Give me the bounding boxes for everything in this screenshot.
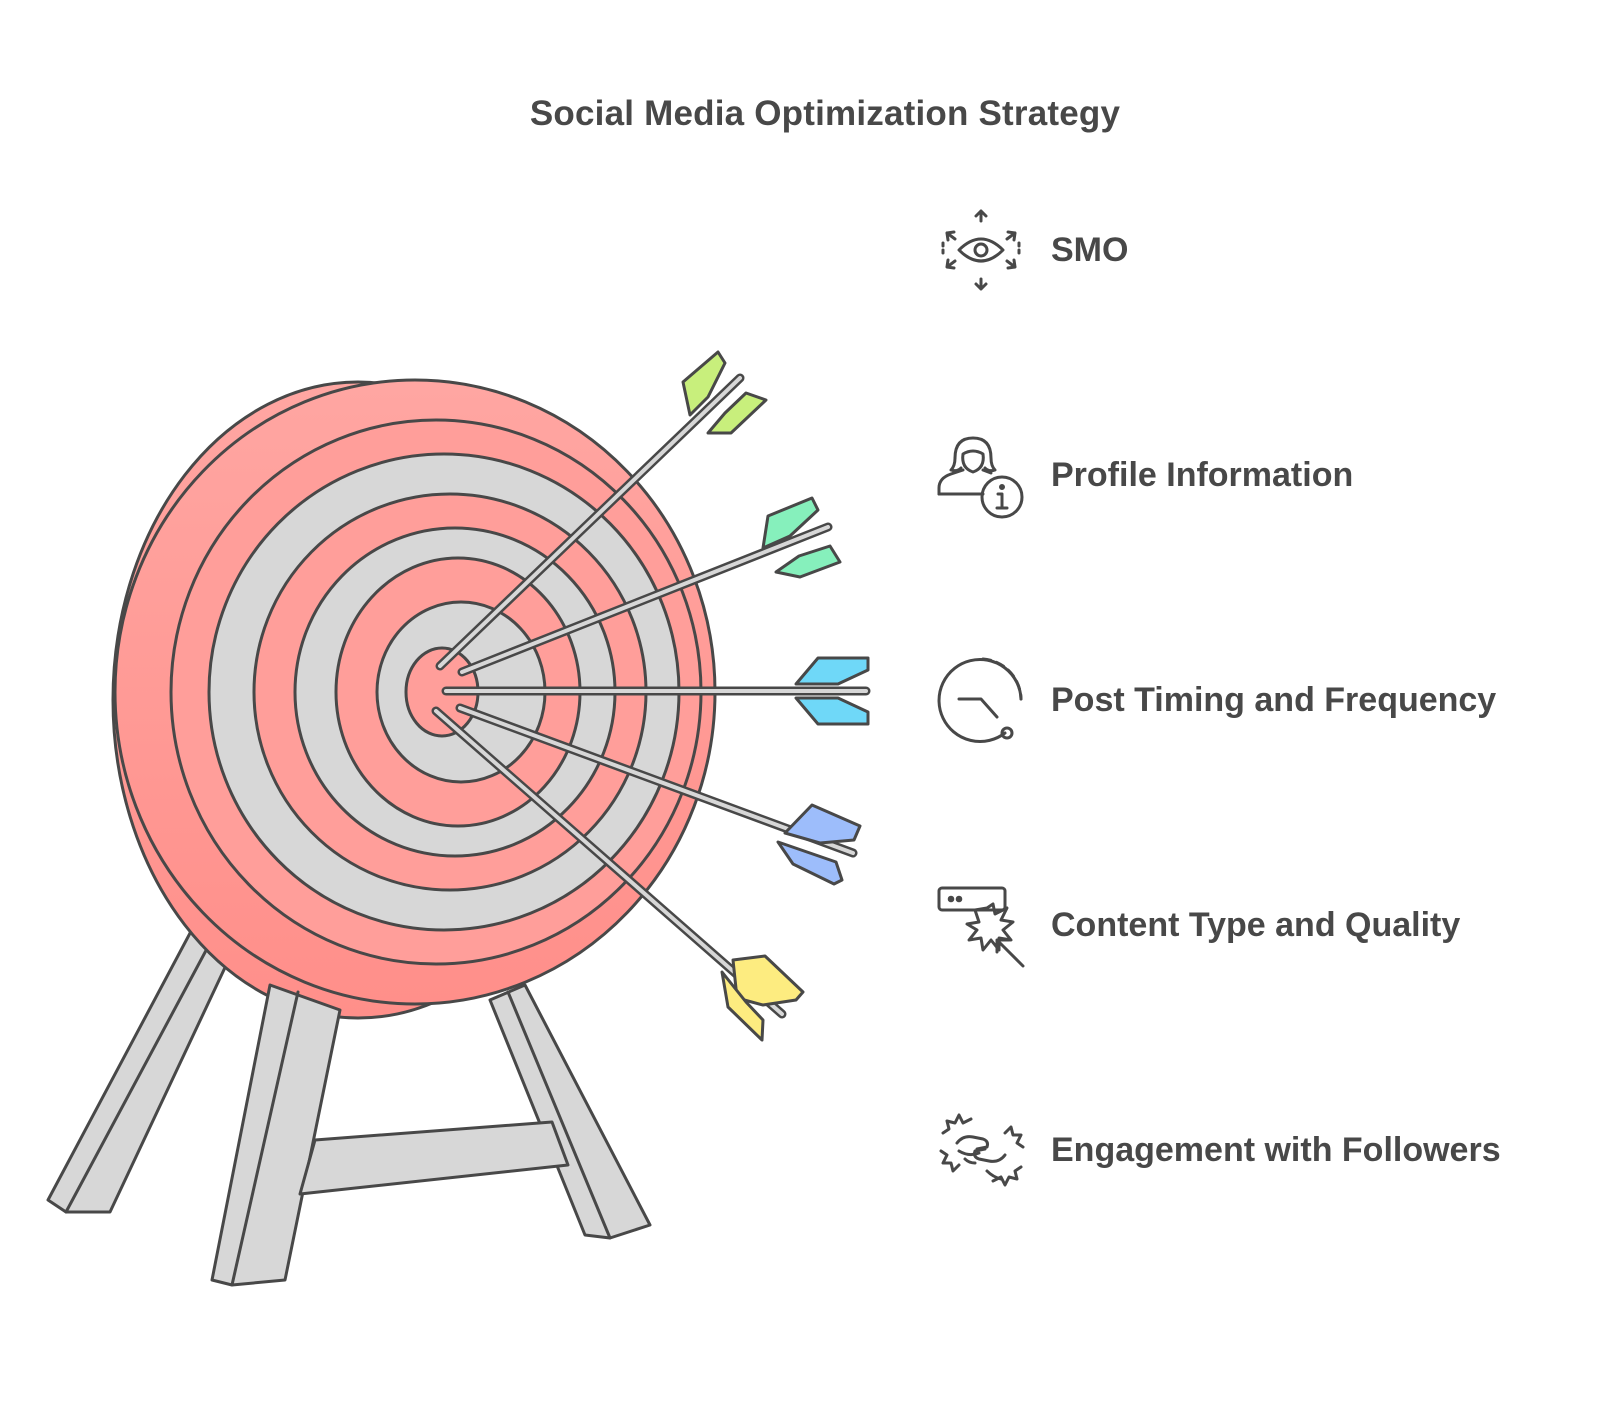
- arrow-blue: [455, 703, 862, 886]
- arrow-cyan: [441, 656, 871, 726]
- user-info-icon: [937, 436, 1024, 519]
- arrow-green: [457, 496, 842, 677]
- click-content-icon: [937, 886, 1025, 968]
- item-label-smo: SMO: [1051, 230, 1129, 269]
- item-label-engagement: Engagement with Followers: [1051, 1130, 1501, 1169]
- list-item-engagement: Engagement with Followers: [935, 1100, 1501, 1200]
- list-item-post-timing: Post Timing and Frequency: [935, 650, 1496, 750]
- easel-leg-front-left: [210, 983, 342, 1287]
- item-label-post-timing: Post Timing and Frequency: [1051, 680, 1497, 719]
- easel-crossbar: [298, 1120, 570, 1196]
- item-label-profile-information: Profile Information: [1051, 455, 1354, 494]
- handshake-icon: [939, 1113, 1025, 1187]
- item-label-content-type: Content Type and Quality: [1051, 905, 1461, 944]
- easel-leg-back-right: [488, 983, 652, 1240]
- archery-target-illustration: [46, 350, 871, 1287]
- eye-focus-icon: [941, 209, 1021, 291]
- arrow-yellow: [431, 706, 805, 1042]
- diagram-title: Social Media Optimization Strategy: [529, 94, 1121, 133]
- clock-timing-icon: [937, 657, 1023, 743]
- list-item-profile-information: Profile Information: [935, 425, 1353, 525]
- list-item-content-type: Content Type and Quality: [935, 875, 1460, 975]
- list-item-smo: SMO: [935, 200, 1128, 300]
- arrow-lime: [435, 350, 768, 671]
